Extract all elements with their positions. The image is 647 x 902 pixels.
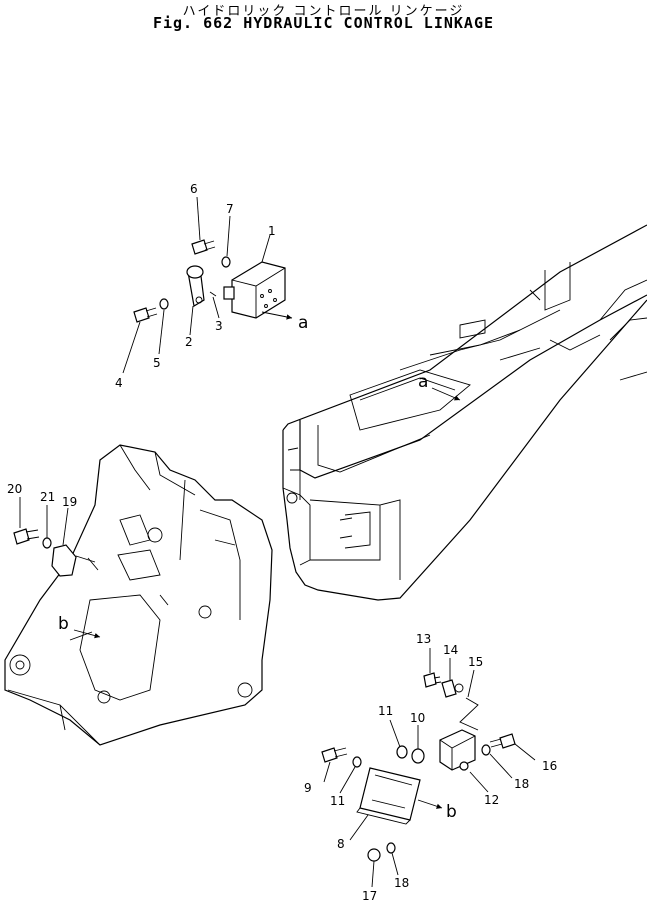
washer bbox=[481, 744, 491, 756]
callout-13: 13 bbox=[416, 632, 431, 646]
callout-11-lower: 11 bbox=[330, 794, 345, 808]
callout-16: 16 bbox=[542, 759, 557, 773]
washer bbox=[221, 256, 231, 268]
switch-block bbox=[439, 729, 476, 771]
callout-12: 12 bbox=[484, 793, 499, 807]
nut bbox=[411, 748, 425, 764]
bolt bbox=[321, 747, 348, 763]
callout-11-upper: 11 bbox=[378, 704, 393, 718]
callout-4: 4 bbox=[115, 376, 123, 390]
callout-5: 5 bbox=[153, 356, 161, 370]
fitting bbox=[441, 679, 464, 698]
callout-1: 1 bbox=[268, 224, 276, 238]
washer bbox=[386, 842, 396, 854]
callout-6: 6 bbox=[190, 182, 198, 196]
reference-letters: a a b b bbox=[58, 313, 457, 822]
washer bbox=[396, 745, 408, 759]
washer bbox=[352, 756, 362, 768]
callout-numbers: 1 2 3 4 5 6 7 8 9 10 11 11 12 13 14 15 1… bbox=[7, 182, 557, 902]
callout-9: 9 bbox=[304, 781, 312, 795]
callout-19: 19 bbox=[62, 495, 77, 509]
callout-2: 2 bbox=[185, 335, 193, 349]
main-frame-drawing bbox=[282, 224, 647, 601]
callout-7: 7 bbox=[226, 202, 234, 216]
fitting bbox=[423, 672, 442, 688]
callout-15: 15 bbox=[468, 655, 483, 669]
callout-20: 20 bbox=[7, 482, 22, 496]
ref-b-casting: b bbox=[58, 614, 69, 634]
callout-17: 17 bbox=[362, 889, 377, 902]
lower-parts-group bbox=[321, 648, 536, 888]
cover-parts-group bbox=[13, 497, 101, 639]
bolt bbox=[13, 528, 40, 545]
bracket bbox=[359, 767, 421, 821]
bolt bbox=[133, 307, 158, 323]
callout-8: 8 bbox=[337, 837, 345, 851]
callout-14: 14 bbox=[443, 643, 458, 657]
washer bbox=[42, 537, 52, 549]
callout-18-bottom: 18 bbox=[394, 876, 409, 890]
callout-10: 10 bbox=[410, 711, 425, 725]
washer bbox=[159, 298, 169, 310]
figure-title-japanese: ハイドロリック コントロール リンケージ bbox=[182, 4, 465, 19]
nut bbox=[367, 848, 381, 862]
bolt bbox=[191, 239, 216, 255]
callout-3: 3 bbox=[215, 319, 223, 333]
callout-18-right: 18 bbox=[514, 777, 529, 791]
left-casting-drawing bbox=[4, 444, 273, 746]
figure-title: Fig. 662 HYDRAULIC CONTROL LINKAGE bbox=[152, 14, 495, 32]
callout-21: 21 bbox=[40, 490, 55, 504]
cover-plate bbox=[51, 544, 77, 577]
ref-a-frame: a bbox=[418, 372, 428, 392]
bolt bbox=[489, 733, 516, 749]
ref-a-upper: a bbox=[298, 313, 308, 333]
valve-block bbox=[231, 261, 286, 319]
upper-parts-group bbox=[122, 196, 293, 374]
ref-b-lower: b bbox=[446, 802, 457, 822]
